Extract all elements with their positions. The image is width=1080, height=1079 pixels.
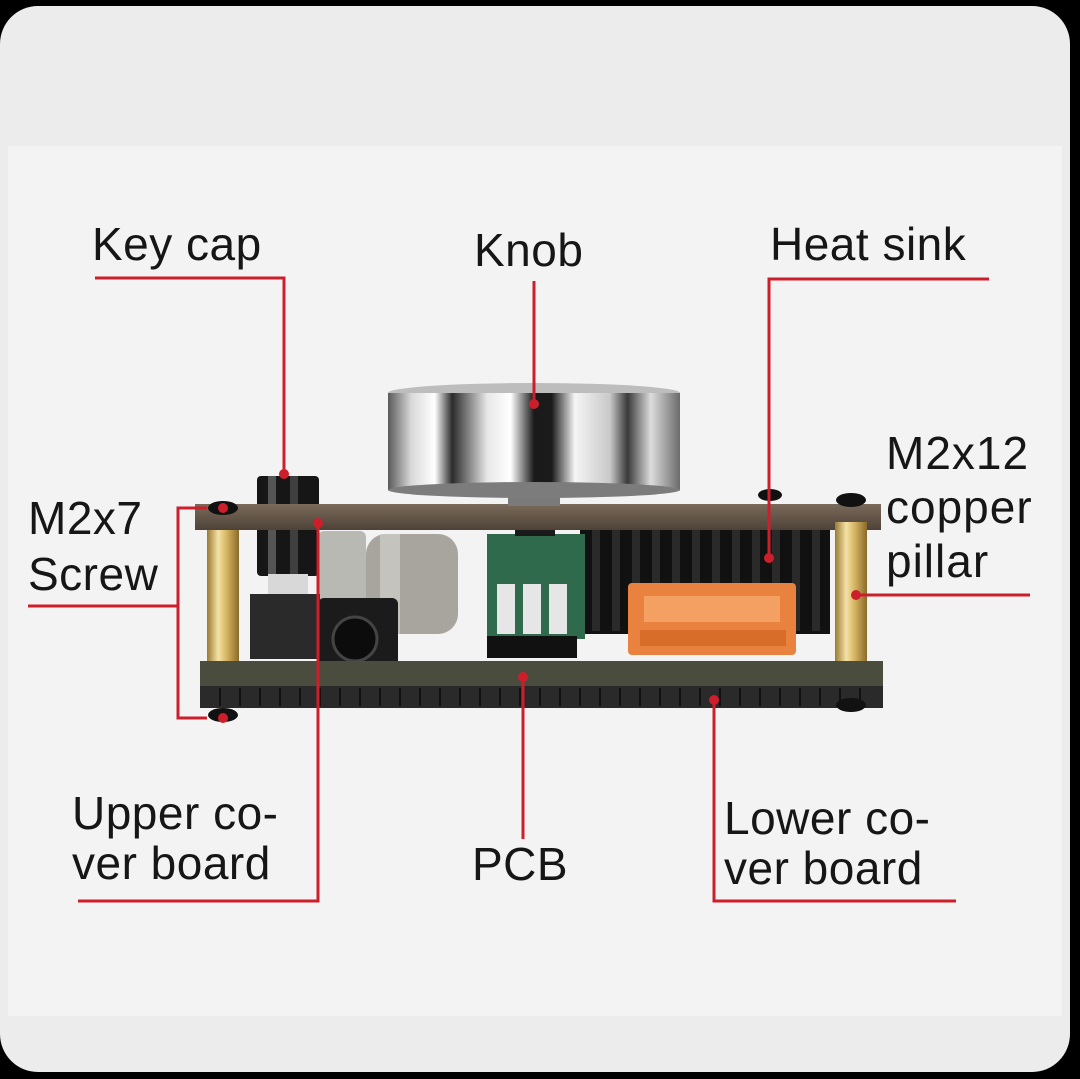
label-upper-cover-board: Upper co- ver board [72, 788, 278, 888]
label-pcb: PCB [472, 838, 569, 890]
label-lower-cover-board: Lower co- ver board [724, 793, 930, 893]
label-screw-line-1: M2x7 [28, 492, 143, 544]
leader-dots [218, 399, 861, 723]
potentiometer [487, 521, 585, 639]
label-copper-pillar: M2x12 copper pillar [886, 426, 1033, 588]
audio-jack [318, 598, 398, 673]
amplifier-board-illustration [28, 276, 1030, 903]
label-screw-line-2: Screw [28, 548, 159, 600]
leader-lines [28, 276, 1030, 903]
label-lower-line-1: Lower co- [724, 792, 931, 844]
left-copper-pillar [207, 530, 239, 670]
label-heat-sink: Heat sink [770, 218, 967, 270]
label-pillar-line-1: M2x12 [886, 427, 1030, 479]
image-card: Key cap Knob Heat sink M2x7 Screw M2x12 … [0, 6, 1070, 1072]
label-knob: Knob [474, 224, 584, 276]
label-screw: M2x7 Screw [28, 490, 158, 602]
label-pillar-line-2: copper [886, 481, 1033, 533]
label-upper-line-1: Upper co- [72, 787, 279, 839]
label-lower-line-2: ver board [724, 842, 923, 894]
usb-port [628, 583, 796, 655]
upper-cover-board-part [195, 504, 881, 530]
label-pillar-line-3: pillar [886, 535, 990, 587]
key-cap-part [250, 476, 320, 659]
label-key-cap: Key cap [92, 218, 262, 270]
label-upper-line-2: ver board [72, 837, 271, 889]
